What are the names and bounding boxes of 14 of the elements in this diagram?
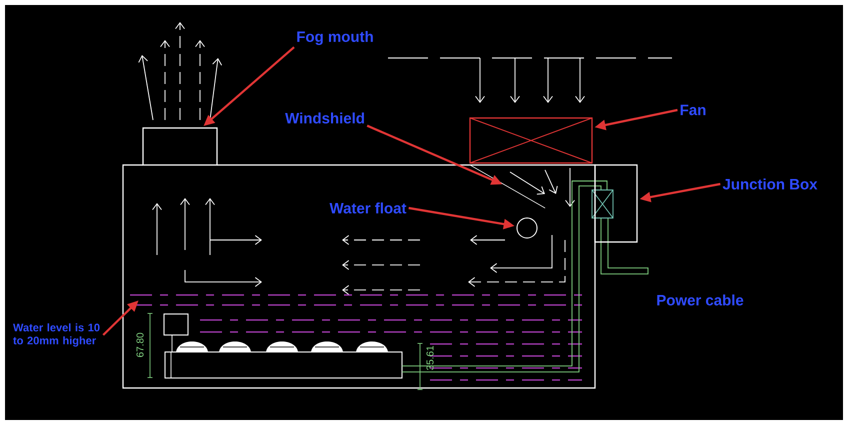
callout-label: Water float xyxy=(330,202,406,214)
fan-box xyxy=(469,117,593,164)
dimension-text: 67.80 xyxy=(136,332,144,357)
callout-label: Power cable xyxy=(657,294,744,306)
callout-label: Junction Box xyxy=(722,178,818,190)
callout-label: Fog mouth xyxy=(297,30,373,46)
dimension-text: 35.61 xyxy=(426,346,434,370)
junction-box xyxy=(594,164,638,243)
windshield-line xyxy=(470,164,546,208)
float-circle xyxy=(516,218,538,238)
callout-label: Windshield xyxy=(285,112,364,124)
fog-mouth-outlet xyxy=(142,127,218,166)
callout-label: Fan xyxy=(680,104,706,116)
callout-label: Water level is 10 to 20mm higher xyxy=(13,323,100,347)
